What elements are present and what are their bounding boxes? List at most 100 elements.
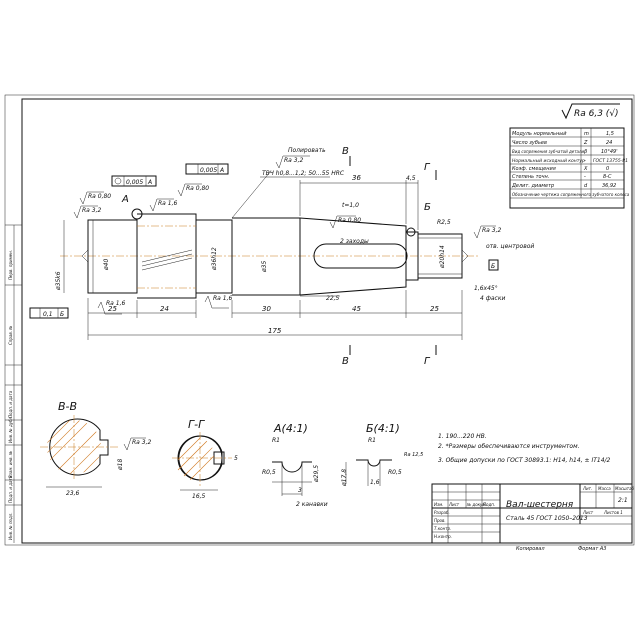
section-gg: Г-Г 16,5 5 [172, 418, 238, 500]
detail-b: Б(4:1) R1 R0,5 1,6 ø17,8 Ra 12,5 [341, 422, 423, 487]
dim-d35k6: ø35k6 [55, 271, 62, 291]
tol-2: 0,005 [200, 167, 217, 174]
dim-d20: ø20h14 [439, 245, 446, 269]
section-b-bottom: В [342, 356, 349, 367]
tb-row: Подп. [483, 502, 495, 507]
bb-depth: ø18 [117, 459, 124, 471]
strip-label-6: Подп. и дата [8, 475, 13, 503]
strip-label-4: Инв. № дубл. [8, 416, 13, 443]
label-two-grooves: 2 канавки [296, 501, 328, 508]
ra-080-c: Ra 0,80 [338, 217, 361, 224]
a-w: 3 [298, 487, 302, 494]
dim-30: 30 [262, 305, 271, 313]
ra-04: Ra 3,2 [284, 157, 303, 164]
param-name: Обозначение чертежа сопряженного зубчато… [512, 192, 630, 197]
general-roughness-text: Ra 6,3 (√) [574, 108, 619, 119]
technical-notes: 1. 190...220 НВ. 2. *Размеры обеспечиваю… [438, 433, 611, 464]
tol-1-base: А [147, 179, 152, 186]
param-sym: Z [583, 140, 588, 146]
param-val: 10°49' [601, 149, 618, 155]
label-two-passes: 2 заходы [340, 238, 369, 245]
param-sym: - [584, 158, 586, 164]
tb-scale: 2:1 [618, 497, 628, 504]
tb-sheets: Листов 1 [603, 510, 623, 515]
section-bb: В-В 23,6 ø18 Ra 3,2 [40, 400, 151, 497]
param-val: 0 [606, 166, 609, 172]
tol-3-base: Б [60, 311, 64, 318]
detail-a: А(4:1) R1 R0,5 3 ø29,5 2 канавки [262, 422, 328, 508]
section-b-top: В [342, 146, 349, 157]
title-block: Вал-шестерня Сталь 45 ГОСТ 1050–2013 Лит… [431, 483, 635, 552]
note-3: 3. Общие допуски по ГОСТ 30893.1: H14, h… [438, 457, 611, 464]
section-g-bottom: Г [424, 356, 431, 367]
ra-16-c: Ra 1,6 [213, 295, 232, 302]
gg-width: 16,5 [192, 493, 206, 500]
a-d: ø29,5 [313, 465, 320, 483]
strip-label-3: Подп. и дата [8, 390, 13, 418]
label-polish: Полировать [288, 147, 326, 154]
dim-22-5: 22,5 [326, 295, 340, 302]
param-sym: X [583, 166, 588, 172]
gg-depth: 5 [234, 455, 238, 462]
tb-scale-label: Масштаб [615, 486, 635, 491]
tol-1: 0,005 [126, 179, 143, 186]
detail-b-title: Б(4:1) [366, 422, 400, 435]
param-name: Число зубьев [512, 140, 547, 146]
a-r1: R1 [272, 437, 280, 444]
inner-frame [21, 98, 633, 544]
tb-format: Формат А3 [578, 546, 606, 552]
tb-row: Н.контр. [434, 534, 452, 539]
roughness-marks: Ra 0,80 Ra 3,2 Ra 1,6 Ra 0,80 Ra 1,6 Ra … [73, 147, 501, 315]
detail-a-title: А(4:1) [273, 422, 308, 435]
dim-d40: ø40 [103, 259, 110, 271]
label-chamfer: 4 фаски [480, 295, 505, 302]
note-1: 1. 190...220 НВ. [438, 433, 487, 440]
tol-2-base: А [219, 167, 224, 174]
gear-params-table: Модуль нормальный m 1,5 Число зубьев Z 2… [509, 127, 630, 209]
ra-080-a: Ra 0,80 [88, 193, 111, 200]
label-hardening: ТВЧ h0,8...1,2; 50...55 HRC [262, 170, 345, 177]
label-centre-hole: отв. центровой [486, 243, 534, 250]
ra-080-b: Ra 0,80 [186, 185, 209, 192]
ra-32-a: Ra 3,2 [82, 207, 101, 214]
tb-row: Лист [448, 502, 460, 507]
left-strip: Перв. примен. Справ. № Подп. и дата Инв.… [5, 224, 22, 543]
strip-label-5: Взам. инв. № [8, 451, 13, 478]
general-roughness: Ra 6,3 (√) [561, 103, 620, 120]
section-bb-title: В-В [58, 400, 77, 413]
dim-r25: R2,5 [437, 219, 451, 226]
param-sym: m [584, 131, 589, 137]
b-r05: R0,5 [388, 469, 402, 476]
dim-4-5: 4,5 [406, 175, 416, 182]
tb-row: Т.контр. [434, 526, 451, 531]
outer-frame [4, 94, 635, 546]
part-material: Сталь 45 ГОСТ 1050–2013 [506, 515, 588, 522]
tb-copied: Копировал [516, 546, 545, 552]
param-val: ГОСТ 13755-81 [593, 158, 628, 164]
param-name: Степень точн. [512, 174, 549, 180]
b-r1: R1 [368, 437, 376, 444]
param-val: 8-C [603, 174, 612, 180]
section-markers: В В Г Г [342, 146, 437, 367]
strip-label-2: Справ. № [8, 326, 13, 345]
param-name: Коэф. смещения [512, 166, 556, 172]
tb-row: № докум. [466, 502, 487, 507]
section-g-top: Г [424, 162, 431, 173]
tb-sheet: Лист [582, 510, 594, 515]
section-gg-title: Г-Г [188, 418, 205, 431]
tb-mass: Масса [598, 486, 611, 491]
datum-a: А [121, 194, 129, 205]
tb-row: Изм. [434, 502, 443, 507]
param-name: Делит. диаметр [511, 183, 554, 189]
dimensions: 25 24 30 45 25 175 36 4,5 22,5 ø35k6 ø40… [55, 174, 534, 340]
ra-16-b: Ra 1,6 [106, 300, 125, 307]
b-ra: Ra 12,5 [404, 452, 423, 458]
dim-chamfer: 1,6x45° [474, 285, 498, 292]
param-val: 24 [606, 140, 612, 146]
param-sym: d [584, 183, 588, 189]
ra-32-b: Ra 3,2 [482, 227, 501, 234]
param-val: 36,92 [602, 183, 616, 189]
strip-label-1: Перв. примен. [8, 250, 13, 280]
dim-45: 45 [352, 305, 361, 313]
